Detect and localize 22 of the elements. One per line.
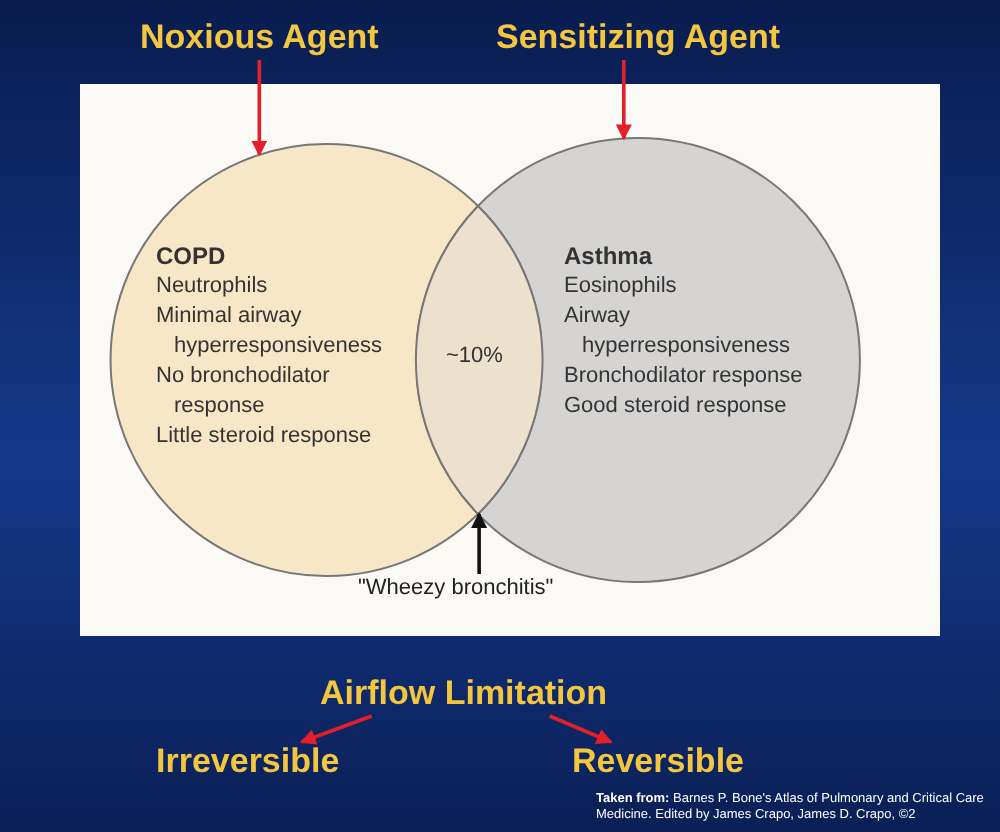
arrow [299, 714, 373, 745]
arrow [548, 714, 613, 744]
agent-label: Sensitizing Agent [496, 18, 780, 58]
heading-text: Airflow Limitation [320, 674, 608, 714]
list-item: Airway hyperresponsiveness [564, 302, 792, 362]
circle-heading: COPD [156, 242, 228, 272]
list-item: Little steroid response [156, 422, 374, 452]
outcome-label: Irreversible [156, 742, 340, 782]
arrow [615, 60, 632, 141]
circle-heading: Asthma [564, 242, 655, 272]
percentage-label: ~10% [446, 344, 503, 368]
arrow [471, 512, 488, 574]
list-item: Neutrophils [156, 272, 270, 302]
list-item: Eosinophils [564, 272, 679, 302]
list-item: No bronchodilator response [156, 362, 332, 422]
list-item: Good steroid response [564, 392, 789, 422]
list-item: Minimal airway hyperresponsiveness [156, 302, 384, 362]
outcome-label: Reversible [572, 742, 744, 782]
agent-label: Noxious Agent [140, 18, 379, 58]
annotation-text: "Wheezy bronchitis" [358, 576, 554, 600]
list-item: Bronchodilator response [564, 362, 805, 392]
arrow [251, 60, 268, 157]
